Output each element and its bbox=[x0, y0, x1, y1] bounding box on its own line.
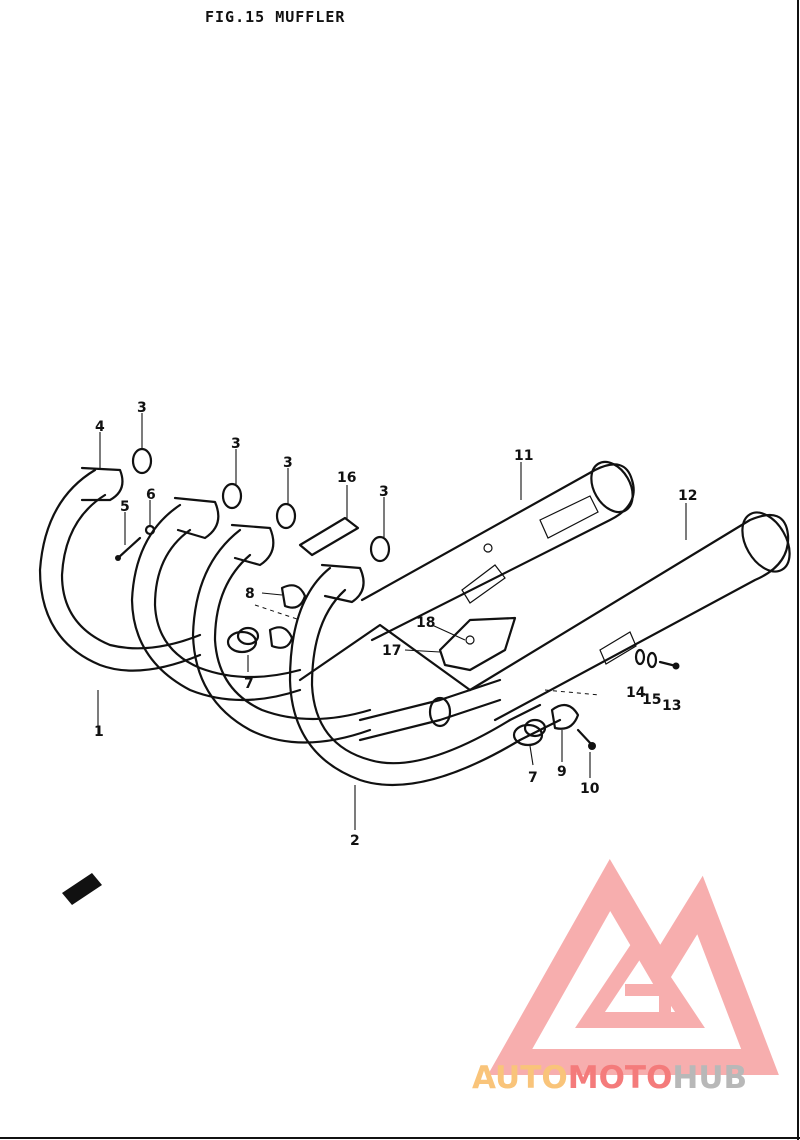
callout-17: 17 bbox=[382, 643, 401, 659]
callout-15: 15 bbox=[642, 692, 661, 708]
exhaust-pipe-inner-b bbox=[191, 523, 372, 744]
seal-16 bbox=[298, 516, 360, 557]
watermark-logo bbox=[487, 858, 779, 1075]
callout-3b: 3 bbox=[231, 436, 241, 452]
callout-12: 12 bbox=[678, 488, 697, 504]
washer-15 bbox=[646, 651, 658, 669]
front-arrow-icon bbox=[62, 873, 102, 905]
callout-3a: 3 bbox=[137, 400, 147, 416]
gasket-3a bbox=[131, 447, 153, 475]
connector-7a bbox=[226, 626, 260, 654]
callout-9: 9 bbox=[557, 764, 567, 780]
callout-leaders bbox=[97, 413, 687, 830]
callout-3c: 3 bbox=[283, 455, 293, 471]
gasket-3b bbox=[221, 482, 243, 510]
callout-7b: 7 bbox=[528, 770, 538, 786]
muffler-11 bbox=[360, 460, 635, 642]
gasket-3d bbox=[369, 535, 391, 563]
washer-14 bbox=[634, 648, 646, 666]
watermark-hub: HUB bbox=[672, 1060, 747, 1096]
callout-14: 14 bbox=[626, 685, 646, 701]
bolt-5 bbox=[115, 536, 142, 561]
callout-1: 1 bbox=[94, 724, 104, 740]
callout-4: 4 bbox=[95, 419, 105, 435]
watermark-text: AUTOMOTOHUB bbox=[472, 1060, 747, 1096]
callout-6: 6 bbox=[146, 487, 156, 503]
callout-5: 5 bbox=[120, 499, 130, 515]
exhaust-pipe-1 bbox=[38, 466, 202, 672]
exhaust-pipe-inner-a bbox=[130, 496, 302, 702]
callout-3d: 3 bbox=[379, 484, 389, 500]
muffler-12 bbox=[468, 511, 791, 722]
bolt-13 bbox=[658, 660, 680, 670]
callout-16: 16 bbox=[337, 470, 356, 486]
gasket-3c bbox=[275, 502, 297, 530]
figure-title: FIG.15 MUFFLER bbox=[205, 8, 346, 26]
callout-8: 8 bbox=[245, 586, 255, 602]
callout-7a: 7 bbox=[244, 676, 254, 692]
callout-10: 10 bbox=[580, 781, 600, 797]
connector-7b bbox=[512, 718, 547, 747]
bracket-17 bbox=[438, 616, 517, 672]
exhaust-pipe-2 bbox=[288, 563, 562, 786]
callout-18: 18 bbox=[416, 615, 435, 631]
clamp-9 bbox=[544, 689, 601, 730]
callout-13: 13 bbox=[662, 698, 681, 714]
collector-pipe bbox=[358, 678, 502, 742]
bolt-10 bbox=[576, 728, 596, 750]
watermark-auto: AUTO bbox=[472, 1060, 568, 1096]
callout-11: 11 bbox=[514, 448, 533, 464]
clamp-8 bbox=[254, 584, 307, 649]
callout-2: 2 bbox=[350, 833, 360, 849]
watermark-moto: MOTO bbox=[568, 1060, 673, 1096]
